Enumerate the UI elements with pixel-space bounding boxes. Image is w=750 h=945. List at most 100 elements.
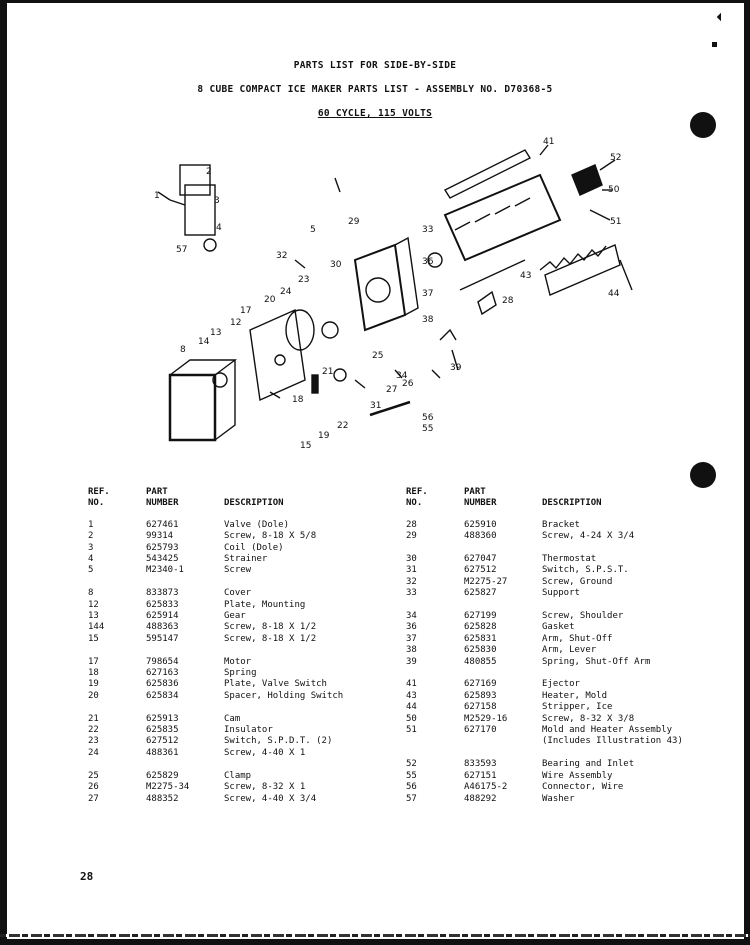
callout-label: 18 [292, 395, 304, 405]
corner-dot-icon [712, 42, 717, 47]
ref-no-cell: 17 [88, 656, 99, 667]
ref-no-cell: 144 [88, 622, 105, 633]
ref-no-cell: 52 [406, 759, 417, 770]
callout-label: 37 [422, 289, 433, 299]
description-cell: Screw, 8-18 X 5/8 [224, 531, 317, 542]
ref-no-cell: 31 [406, 565, 417, 576]
callout-label: 1 [154, 191, 160, 201]
ref-no-cell: 22 [88, 725, 99, 736]
ref-no-cell: 3 [88, 542, 94, 553]
description-cell: Strainer [224, 554, 268, 565]
row-spacer [88, 759, 388, 770]
row-spacer [406, 600, 726, 611]
ref-no-cell: 36 [406, 622, 417, 633]
callout-label: 27 [386, 385, 397, 395]
description-cell: Switch, S.P.D.T. (2) [224, 736, 333, 747]
ref-no-cell: 15 [88, 633, 99, 644]
heater-rod [459, 259, 526, 291]
part-number-cell: 627151 [464, 770, 497, 781]
mounting-plate [249, 308, 306, 402]
callout-label: 50 [608, 185, 620, 195]
bearing-inlet [571, 164, 603, 196]
description-cell: Switch, S.P.S.T. [542, 565, 629, 576]
callout-label: 51 [610, 217, 621, 227]
ref-no-cell: 27 [88, 793, 99, 804]
description-cell: Plate, Valve Switch [224, 679, 327, 690]
callout-label: 2 [206, 167, 212, 177]
part-number-cell: 627461 [146, 519, 179, 530]
title-line-2: 8 CUBE COMPACT ICE MAKER PARTS LIST - AS… [197, 84, 553, 95]
callout-label: 21 [322, 367, 333, 377]
callout-label: 14 [198, 337, 210, 347]
part-number-cell: 480855 [464, 656, 497, 667]
ref-no-cell: 23 [88, 736, 99, 747]
part-number-cell: 488292 [464, 793, 497, 804]
binder-hole-top [690, 112, 716, 138]
gear-part [212, 372, 228, 388]
ice-stripper [544, 244, 621, 296]
ref-no-cell: 43 [406, 690, 417, 701]
description-cell: Insulator [224, 725, 273, 736]
description-cell: Heater, Mold [542, 690, 608, 701]
ref-no-cell: 41 [406, 679, 417, 690]
description-cell: Screw, 8-32 X 3/8 [542, 713, 635, 724]
ice-mold [443, 173, 562, 262]
part-number-cell: A46175-2 [464, 782, 508, 793]
part-number-cell: 625914 [146, 611, 179, 622]
ref-no-cell: 18 [88, 668, 99, 679]
description-cell: Coil (Dole) [224, 542, 284, 553]
description-cell: Screw, 4-40 X 3/4 [224, 793, 317, 804]
callout-label: 57 [176, 245, 187, 255]
callout-label: 36 [422, 257, 434, 267]
description-cell: Connector, Wire [542, 782, 624, 793]
description-cell: Arm, Lever [542, 645, 597, 656]
callout-label: 29 [348, 217, 360, 227]
callout-label: 3 [214, 196, 220, 206]
ref-no-cell: 56 [406, 782, 417, 793]
ref-no-cell: 32 [406, 576, 417, 587]
title-line-1: PARTS LIST FOR SIDE-BY-SIDE [293, 60, 457, 71]
wire-assembly [369, 400, 411, 417]
binder-hole-bottom [690, 462, 716, 488]
callout-label: 24 [280, 287, 292, 297]
ref-no-cell: 37 [406, 633, 417, 644]
ref-no-cell: 44 [406, 702, 417, 713]
part-number-cell: 625834 [146, 690, 179, 701]
part-number-cell: 627199 [464, 611, 497, 622]
part-number-cell: 625910 [464, 519, 497, 530]
ref-no-cell: 1 [88, 519, 94, 530]
description-cell: Screw, 4-40 X 1 [224, 747, 306, 758]
description-cell: Arm, Shut-Off [542, 633, 613, 644]
valve-body [179, 164, 211, 196]
callout-label: 44 [608, 289, 620, 299]
part-number-cell: 627169 [464, 679, 497, 690]
description-cell: Bearing and Inlet [542, 759, 635, 770]
ref-no-cell: 21 [88, 713, 99, 724]
ref-no-cell: 13 [88, 611, 99, 622]
ref-no-cell [406, 736, 464, 747]
description-cell: Screw, Ground [542, 576, 613, 587]
callout-label: 30 [330, 260, 342, 270]
callout-label: 5 [310, 225, 316, 235]
exploded-parts-diagram: 1 2 3 4 5 8 12 13 14 15 17 18 19 20 21 2… [154, 137, 633, 451]
description-cell: Screw [224, 565, 252, 576]
description-cell: Washer [542, 793, 575, 804]
